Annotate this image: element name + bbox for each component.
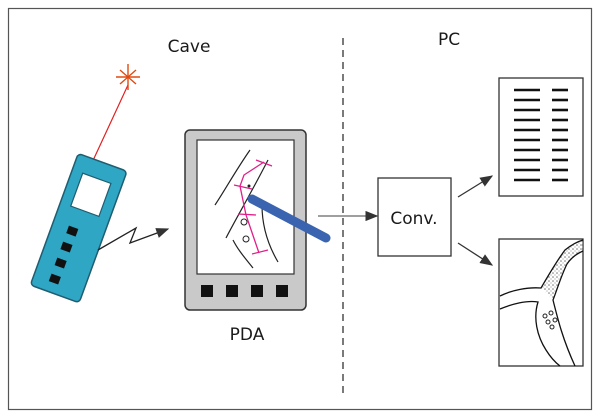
- laser-distance-meter-icon: [30, 153, 127, 303]
- pda-device-icon: [184, 129, 307, 311]
- converter-box: [377, 177, 452, 257]
- cave-map-icon: [498, 238, 584, 367]
- wireless-link-arrow: [97, 226, 170, 251]
- text-document-icon: [498, 77, 584, 197]
- laser-target-icon: [89, 64, 140, 168]
- pc-section-label: PC: [438, 30, 460, 50]
- arrow-to-document: [457, 175, 494, 198]
- pda-label: PDA: [230, 325, 265, 345]
- cave-section-label: Cave: [168, 37, 211, 57]
- stylus-icon: [247, 194, 331, 243]
- arrow-to-map: [457, 242, 494, 266]
- outer-frame: [7, 7, 593, 411]
- converter-label: Conv.: [390, 209, 437, 229]
